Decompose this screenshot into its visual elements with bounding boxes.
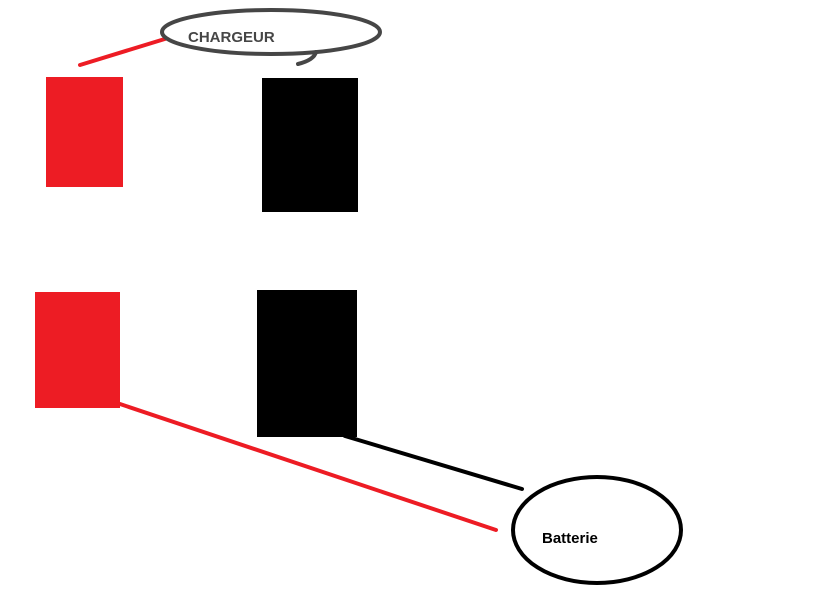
battery-positive-terminal bbox=[35, 292, 120, 408]
charger-red-lead bbox=[78, 36, 170, 67]
battery-black-lead bbox=[343, 434, 524, 491]
charger-positive-terminal bbox=[46, 77, 123, 187]
charger-bubble bbox=[160, 8, 382, 56]
battery-negative-terminal bbox=[257, 290, 357, 437]
charger-bubble-tail bbox=[296, 50, 318, 66]
charger-negative-terminal bbox=[262, 78, 358, 212]
charger-label: CHARGEUR bbox=[188, 29, 275, 46]
charger-callout: CHARGEUR bbox=[78, 8, 382, 67]
battery-label: Batterie bbox=[542, 530, 598, 547]
battery-callout: Batterie bbox=[511, 475, 683, 585]
battery-red-lead bbox=[118, 402, 498, 532]
battery-bubble bbox=[511, 475, 683, 585]
